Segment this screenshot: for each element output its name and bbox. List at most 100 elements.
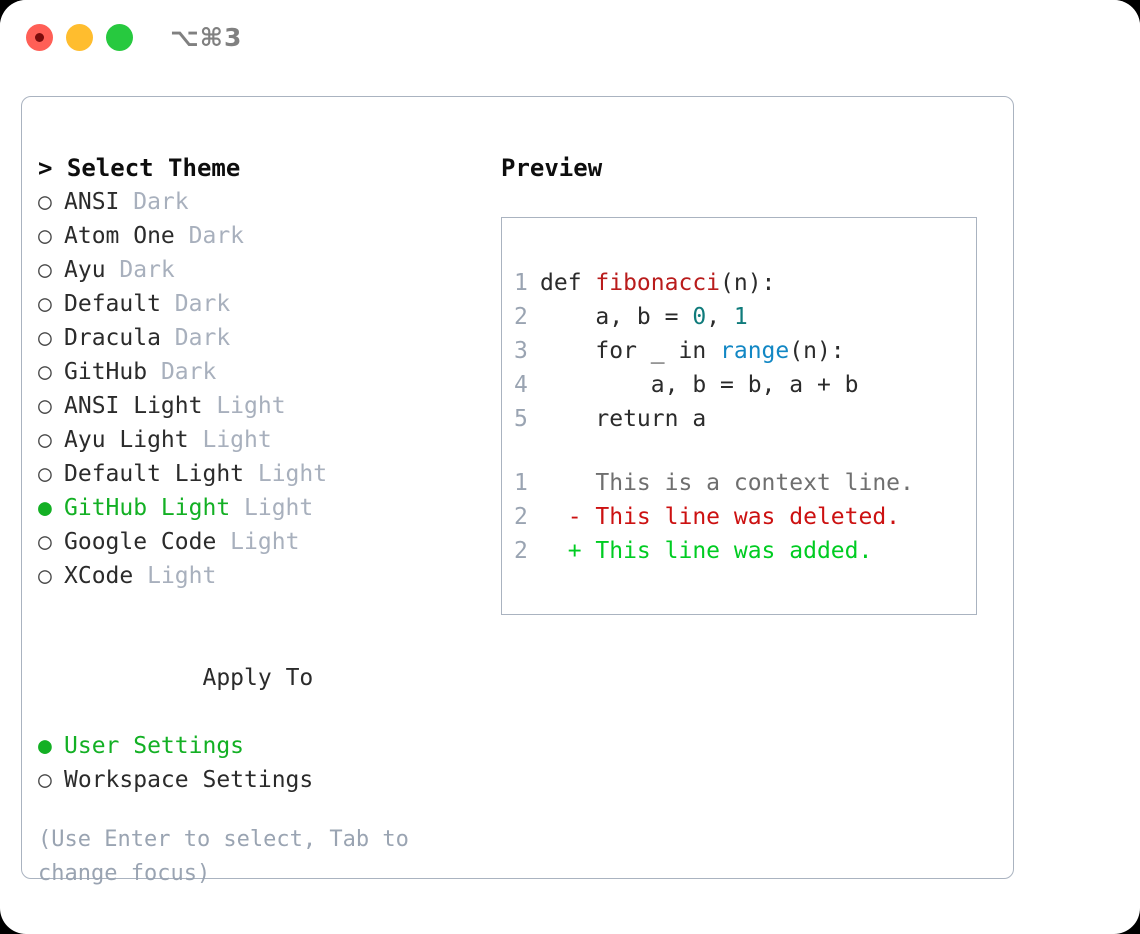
close-light[interactable]	[26, 24, 53, 51]
theme-option-name: Atom One	[64, 223, 175, 249]
theme-option-name: GitHub Light	[64, 495, 231, 521]
list-spacer	[38, 593, 498, 627]
theme-option-kind: Light	[133, 563, 217, 589]
line-number: 1	[514, 470, 528, 496]
select-theme-header: > Select Theme	[38, 154, 241, 182]
theme-option-name: Ayu Light	[64, 427, 189, 453]
theme-option-kind: Light	[244, 461, 328, 487]
theme-option-kind: Dark	[147, 359, 217, 385]
radio-unselected-icon: ○	[38, 563, 52, 589]
diff-sign	[540, 470, 595, 496]
diff-line-added: 2 + This line was added.	[514, 534, 972, 568]
code-token-number: 0	[692, 304, 707, 330]
diff-text: This is a context line.	[595, 470, 914, 496]
theme-option-name: Ayu	[64, 257, 106, 283]
diff-sample: 1 This is a context line.2 - This line w…	[514, 466, 972, 568]
maximize-light[interactable]	[106, 24, 133, 51]
radio-unselected-icon: ○	[38, 257, 52, 283]
window-shortcut-label: ⌥⌘3	[170, 23, 243, 52]
radio-unselected-icon: ○	[38, 359, 52, 385]
code-diff-spacer	[514, 436, 972, 466]
apply-to-option-name: Workspace Settings	[64, 767, 314, 793]
theme-option-google-code[interactable]: ○ Google Code Light	[38, 525, 498, 559]
line-number: 3	[514, 338, 528, 364]
line-number: 1	[514, 270, 528, 296]
theme-option-xcode[interactable]: ○ XCode Light	[38, 559, 498, 593]
theme-option-default[interactable]: ○ Default Dark	[38, 287, 498, 321]
line-number: 2	[514, 304, 528, 330]
line-number: 5	[514, 406, 528, 432]
theme-option-ayu[interactable]: ○ Ayu Dark	[38, 253, 498, 287]
theme-option-name: Google Code	[64, 529, 217, 555]
diff-text: This line was added.	[595, 538, 873, 564]
theme-option-dracula[interactable]: ○ Dracula Dark	[38, 321, 498, 355]
radio-selected-icon: ●	[38, 495, 52, 521]
theme-option-name: GitHub	[64, 359, 148, 385]
theme-option-atom-one[interactable]: ○Atom One Dark	[38, 219, 498, 253]
apply-to-label: Apply To	[202, 665, 314, 691]
theme-option-kind: Light	[230, 495, 314, 521]
theme-option-ansi-light[interactable]: ○ ANSI Light Light	[38, 389, 498, 423]
theme-option-kind: Dark	[160, 291, 231, 317]
radio-unselected-icon: ○	[38, 291, 52, 317]
radio-unselected-icon: ○	[38, 767, 52, 793]
diff-text: This line was deleted.	[595, 504, 901, 530]
diff-sign: -	[540, 504, 596, 530]
line-number: 2	[514, 504, 528, 530]
apply-to-option-workspace-settings[interactable]: ○ Workspace Settings	[38, 763, 498, 797]
diff-sign: +	[540, 538, 596, 564]
apply-to-indent	[176, 661, 202, 695]
theme-option-default-light[interactable]: ○ Default Light Light	[38, 457, 498, 491]
theme-option-kind: Light	[216, 529, 300, 555]
radio-unselected-icon: ○	[38, 427, 52, 453]
theme-option-kind: Light	[188, 427, 272, 453]
theme-option-github-light[interactable]: ● GitHub Light Light	[38, 491, 498, 525]
radio-unselected-icon: ○	[38, 325, 52, 351]
code-line: 3 for _ in range(n):	[514, 334, 972, 368]
theme-picker-panel: > Select Theme ○ANSI Dark○Atom One Dark○…	[21, 96, 1014, 886]
code-token-number: 1	[733, 304, 748, 330]
theme-option-kind: Dark	[105, 257, 175, 283]
radio-unselected-icon: ○	[38, 461, 52, 487]
apply-to-header: Apply To	[38, 627, 498, 729]
diff-line-context: 1 This is a context line.	[514, 466, 972, 500]
theme-option-name: XCode	[64, 563, 134, 589]
code-token-function: fibonacci	[595, 270, 721, 296]
code-line: 4 a, b = b, a + b	[514, 368, 972, 402]
theme-option-name: Default	[64, 291, 161, 317]
keyboard-hint: (Use Enter to select, Tab to change focu…	[38, 827, 409, 886]
code-line: 2 a, b = 0, 1	[514, 300, 972, 334]
line-number: 2	[514, 538, 528, 564]
theme-option-name: ANSI Light	[64, 393, 203, 419]
radio-unselected-icon: ○	[38, 189, 52, 215]
theme-option-ayu-light[interactable]: ○ Ayu Light Light	[38, 423, 498, 457]
preview-header: Preview	[501, 154, 603, 182]
minimize-light[interactable]	[66, 24, 93, 51]
radio-unselected-icon: ○	[38, 223, 52, 249]
diff-line-deleted: 2 - This line was deleted.	[514, 500, 972, 534]
apply-to-list[interactable]: ● User Settings ○ Workspace Settings	[38, 729, 498, 797]
apply-to-option-user-settings[interactable]: ● User Settings	[38, 729, 498, 763]
traffic-lights	[26, 24, 133, 51]
theme-option-name: Dracula	[64, 325, 161, 351]
theme-option-name: Default Light	[64, 461, 245, 487]
radio-unselected-icon: ○	[38, 393, 52, 419]
theme-option-kind: Light	[202, 393, 286, 419]
radio-selected-icon: ●	[38, 733, 52, 759]
theme-option-ansi[interactable]: ○ ANSI Dark	[38, 185, 498, 219]
theme-list[interactable]: ○ ANSI Dark ○ Atom One Dark ○ Ayu Dark ○ Defaul…	[38, 185, 498, 593]
radio-unselected-icon: ○	[38, 529, 52, 555]
theme-option-kind: Dark	[160, 325, 231, 351]
apply-to-option-name: User Settings	[64, 733, 245, 759]
code-token-builtin: range	[720, 338, 790, 364]
theme-option-kind: Dark	[119, 189, 189, 215]
code-line: 5 return a	[514, 402, 972, 436]
theme-option-github[interactable]: ○ GitHub Dark	[38, 355, 498, 389]
theme-option-name: ANSI	[64, 189, 120, 215]
